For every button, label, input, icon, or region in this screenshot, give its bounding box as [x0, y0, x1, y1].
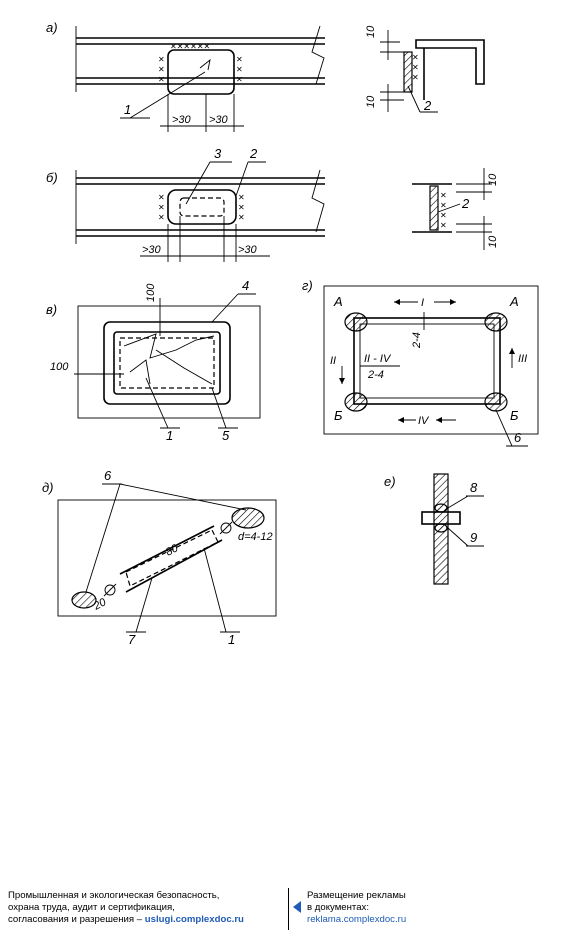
svg-text:✕: ✕	[440, 201, 447, 210]
footer-right-line-2: в документах:	[307, 902, 370, 913]
callout-9: 9	[470, 530, 477, 545]
ad-footer: Промышленная и экологическая безопасност…	[0, 884, 572, 932]
svg-text:✕: ✕	[412, 53, 419, 62]
dim-spacing-top: 2-4	[411, 332, 423, 349]
footer-line-3: согласования и разрешения – uslugi.compl…	[8, 914, 283, 926]
svg-text:✕: ✕	[238, 213, 245, 222]
panel-g: г) А А Б Б I 2-4 II II - IV 2-4 III	[302, 278, 539, 447]
svg-text:✕: ✕	[238, 203, 245, 212]
svg-text:✕: ✕	[412, 63, 419, 72]
svg-text:✕: ✕	[238, 193, 245, 202]
callout-8: 8	[470, 480, 478, 495]
dim-gt30-b-left: >30	[142, 244, 162, 256]
panel-label-d: д)	[42, 480, 54, 495]
callout-1-d: 1	[228, 632, 235, 647]
seq-II-IV: II - IV	[364, 353, 392, 365]
dim-spacing-mid: 2-4	[367, 369, 384, 381]
callout-2-a: 2	[423, 98, 432, 113]
reklama-link[interactable]: reklama.complexdoc.ru	[307, 914, 407, 925]
callout-5: 5	[222, 428, 230, 443]
panel-label-e: е)	[384, 474, 396, 489]
callout-6-g: 6	[514, 430, 522, 445]
panel-label-b: б)	[46, 170, 58, 185]
panel-d: д) d=4-12 80 20 6 7 1	[42, 468, 277, 647]
panel-label-v: в)	[46, 302, 57, 317]
panel-label-g: г)	[302, 278, 313, 293]
dim-10-top: 10	[365, 25, 377, 38]
dim-10-b-bottom: 10	[487, 235, 499, 248]
weld-marks: ✕✕✕✕✕✕	[170, 42, 210, 51]
dim-gt30-b-right: >30	[238, 244, 258, 256]
panel-label-a: а)	[46, 20, 58, 35]
corner-A-right: А	[509, 294, 519, 309]
svg-text:✕: ✕	[236, 75, 243, 84]
seq-II: II	[330, 355, 336, 367]
dim-100-left: 100	[50, 361, 69, 373]
svg-text:✕: ✕	[158, 213, 165, 222]
svg-text:✕: ✕	[158, 193, 165, 202]
corner-B-left: Б	[334, 408, 343, 423]
footer-divider	[288, 888, 289, 930]
corner-A-left: А	[333, 294, 343, 309]
dim-gt30-right: >30	[209, 114, 229, 126]
technical-drawing: а) ✕✕✕✕✕✕ ✕✕✕ ✕✕✕ 1 >30 >30 ✕✕✕	[42, 20, 539, 647]
panel-a: а) ✕✕✕✕✕✕ ✕✕✕ ✕✕✕ 1 >30 >30 ✕✕✕	[46, 20, 485, 132]
svg-text:✕: ✕	[440, 191, 447, 200]
seq-IV: IV	[418, 415, 430, 427]
dim-100-top: 100	[145, 283, 157, 302]
svg-text:✕: ✕	[236, 65, 243, 74]
dim-gt30-left: >30	[172, 114, 192, 126]
footer-line-1: Промышленная и экологическая безопасност…	[8, 890, 220, 901]
dim-10-b-top: 10	[487, 173, 499, 186]
footer-line-3-prefix: согласования и разрешения –	[8, 914, 145, 925]
svg-text:✕: ✕	[158, 55, 165, 64]
corner-B-right: Б	[510, 408, 519, 423]
svg-text:✕: ✕	[440, 221, 447, 230]
panel-b: б) ✕✕✕ ✕✕✕ 3 2 >30 >30 ✕✕✕✕ 10	[46, 146, 499, 262]
svg-text:✕: ✕	[158, 75, 165, 84]
callout-2-b-section: 2	[461, 196, 470, 211]
callout-4: 4	[242, 278, 249, 293]
callout-7: 7	[128, 632, 136, 647]
callout-2-b: 2	[249, 146, 258, 161]
callout-6-d: 6	[104, 468, 112, 483]
seq-III: III	[518, 353, 527, 365]
seq-I: I	[421, 297, 424, 309]
svg-text:✕: ✕	[158, 65, 165, 74]
dim-20: 20	[91, 596, 109, 613]
svg-text:✕: ✕	[236, 55, 243, 64]
footer-advertising: Размещение рекламы в документах: reklama…	[307, 890, 567, 926]
callout-1-v: 1	[166, 428, 173, 443]
uslugi-link[interactable]: uslugi.complexdoc.ru	[144, 914, 244, 925]
callout-1: 1	[124, 102, 131, 117]
arrow-left-icon	[293, 901, 301, 913]
panel-e: е) 8 9	[384, 473, 484, 585]
svg-text:✕: ✕	[412, 73, 419, 82]
footer-line-2: охрана труда, аудит и сертификация,	[8, 902, 175, 913]
panel-v: в) 100 100 4 1 5	[46, 278, 261, 443]
footer-services: Промышленная и экологическая безопасност…	[8, 890, 283, 926]
dim-10-bottom: 10	[365, 95, 377, 108]
svg-text:✕: ✕	[158, 203, 165, 212]
callout-3: 3	[214, 146, 222, 161]
dim-diameter: d=4-12	[238, 531, 273, 543]
footer-right-line-1: Размещение рекламы	[307, 890, 406, 901]
svg-text:✕: ✕	[440, 211, 447, 220]
